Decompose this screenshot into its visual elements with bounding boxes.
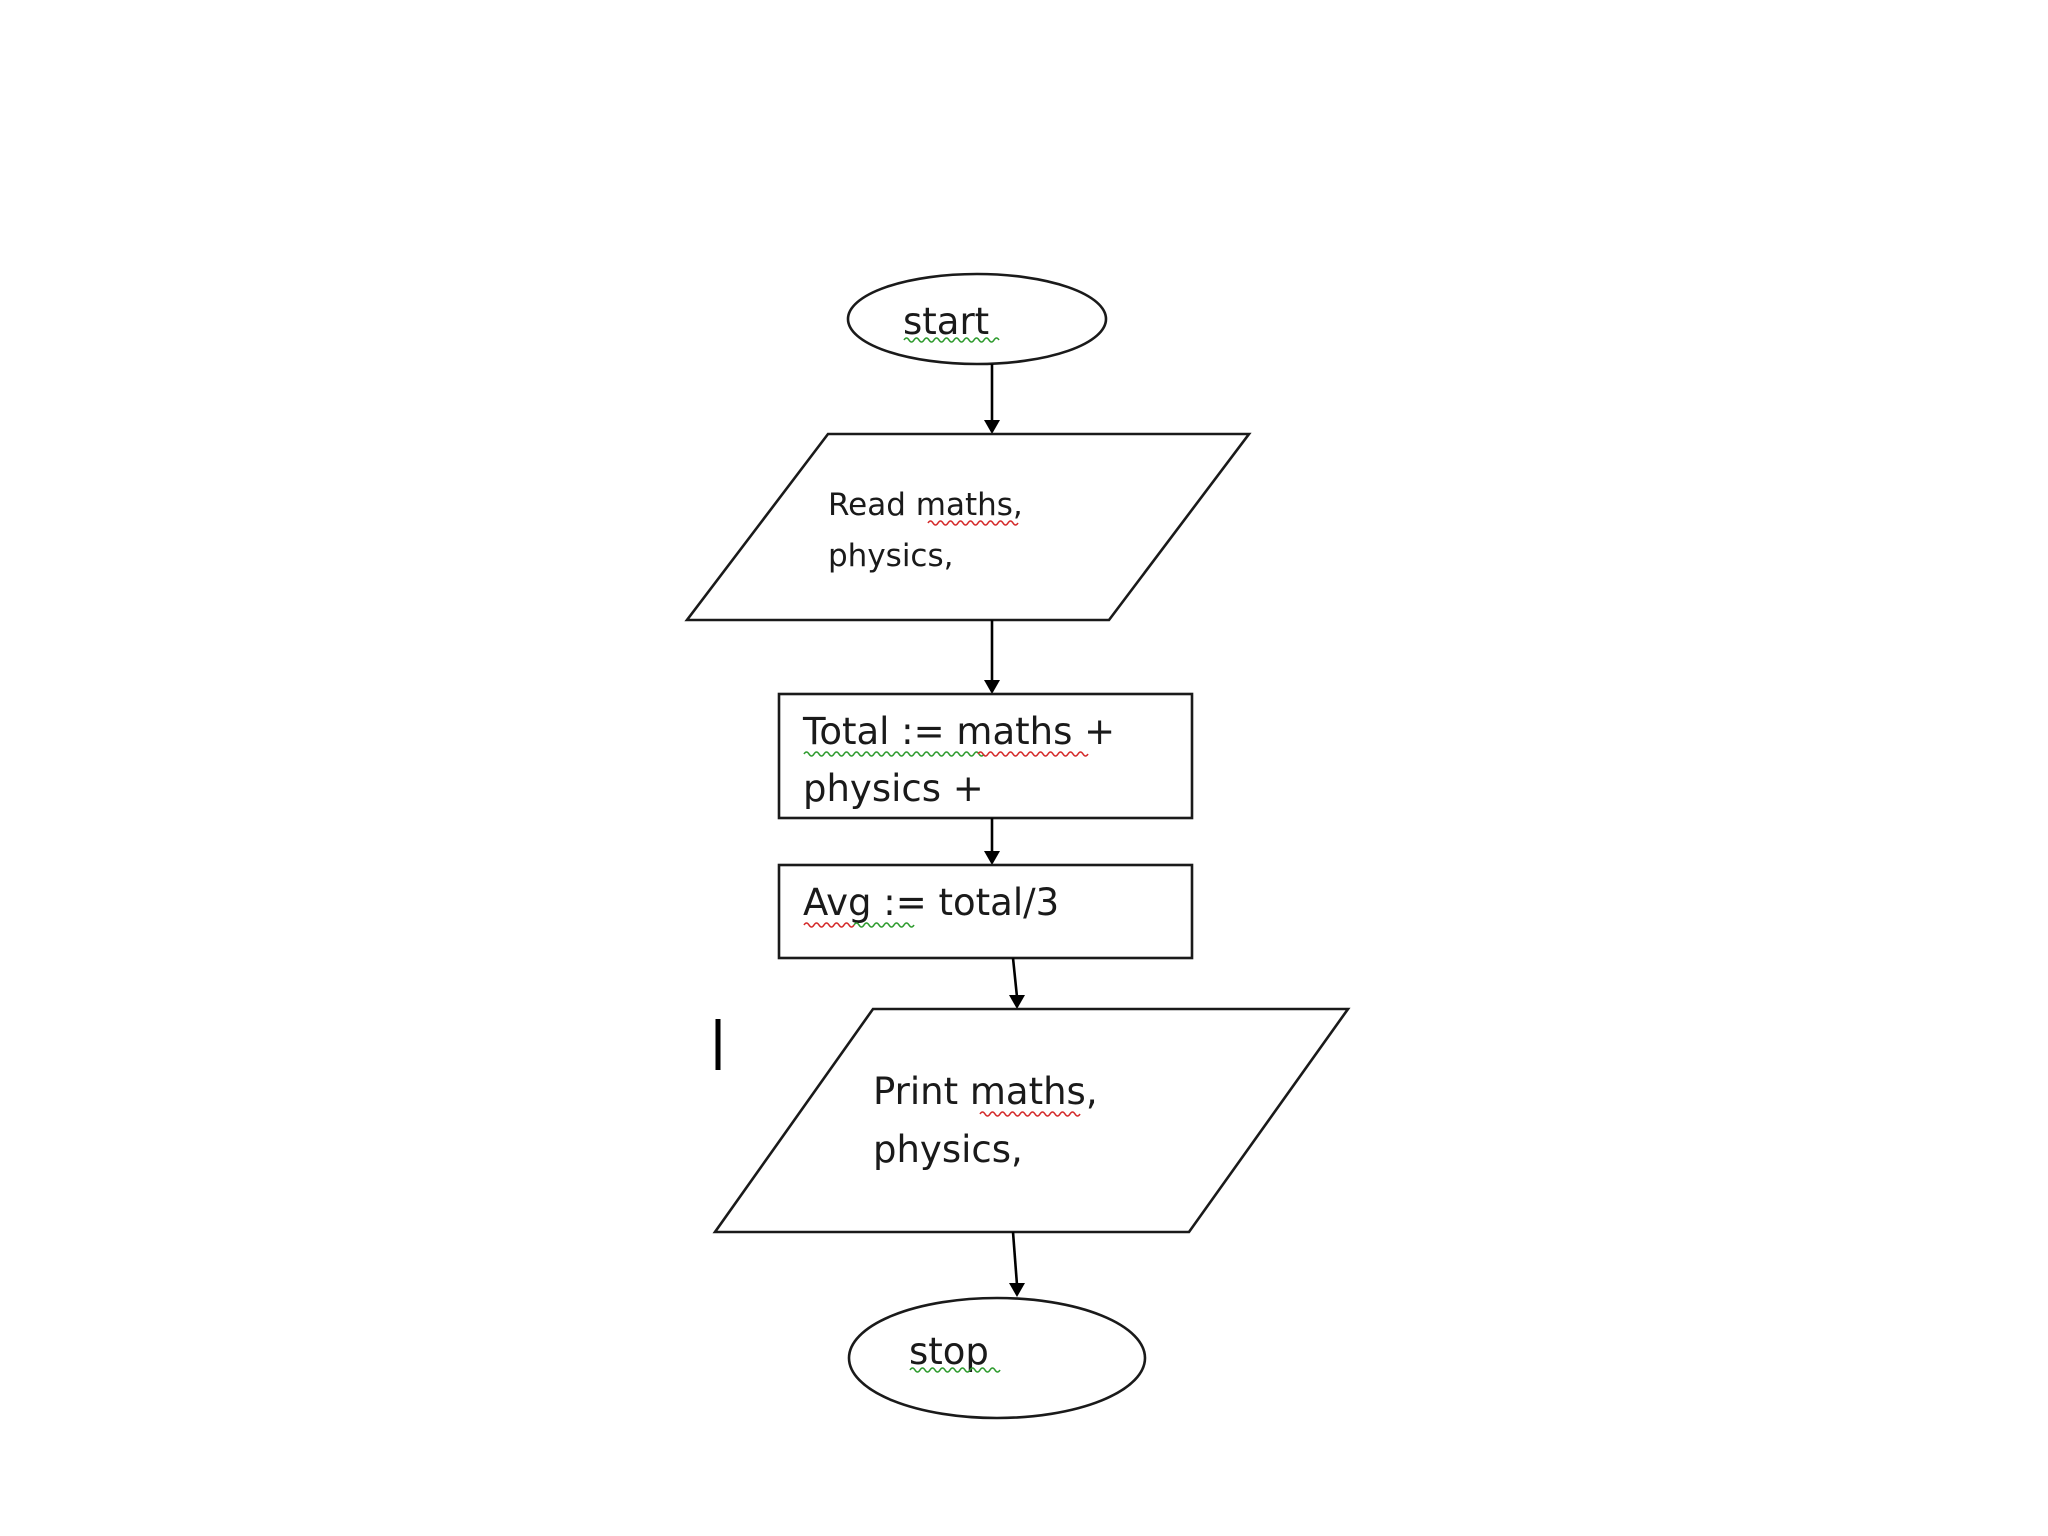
stop-node[interactable]: stop (847, 1296, 1147, 1420)
grammar-underline (903, 337, 1000, 343)
read-parallelogram (684, 432, 1252, 622)
arrow-head (1009, 995, 1025, 1009)
spelling-underline (977, 751, 1089, 757)
start-label: start (903, 300, 989, 343)
print-parallelogram (712, 1007, 1351, 1234)
stop-label: stop (909, 1330, 989, 1373)
print-output-node[interactable]: Print maths, physics, (712, 1007, 1351, 1234)
connector-read-to-total (984, 620, 1000, 694)
connector-line (1011, 957, 1019, 998)
avg-rect (777, 863, 1194, 960)
print-label-line1: Print maths, (873, 1070, 1098, 1113)
read-input-node[interactable]: Read maths, physics, (684, 432, 1252, 622)
arrow-head (984, 851, 1000, 865)
connector-line (1011, 1231, 1019, 1286)
avg-label: Avg := total/3 (803, 881, 1059, 924)
grammar-underline (853, 922, 915, 928)
total-label-line2: physics + (803, 767, 984, 810)
start-node[interactable]: start (846, 272, 1108, 366)
read-label-line1: Read maths, (828, 487, 1023, 523)
spelling-underline (927, 520, 1019, 526)
stop-ellipse (847, 1296, 1147, 1420)
avg-process-node[interactable]: Avg := total/3 (777, 863, 1194, 960)
connector-avg-to-print (1009, 957, 1025, 1009)
connector-total-to-avg (984, 818, 1000, 865)
spelling-underline (979, 1111, 1081, 1117)
read-label-line2: physics, (828, 538, 953, 574)
arrow-head (984, 420, 1000, 434)
grammar-underline (803, 751, 985, 757)
grammar-underline (909, 1367, 1001, 1373)
arrow-head (984, 680, 1000, 694)
connector-start-to-read (984, 364, 1000, 434)
connector-print-to-stop (1009, 1231, 1025, 1297)
spelling-underline (803, 922, 855, 928)
print-label-line2: physics, (873, 1128, 1023, 1171)
arrow-head (1009, 1283, 1025, 1297)
total-label-line1: Total := maths + (802, 710, 1115, 753)
total-process-node[interactable]: Total := maths + physics + (777, 692, 1194, 820)
